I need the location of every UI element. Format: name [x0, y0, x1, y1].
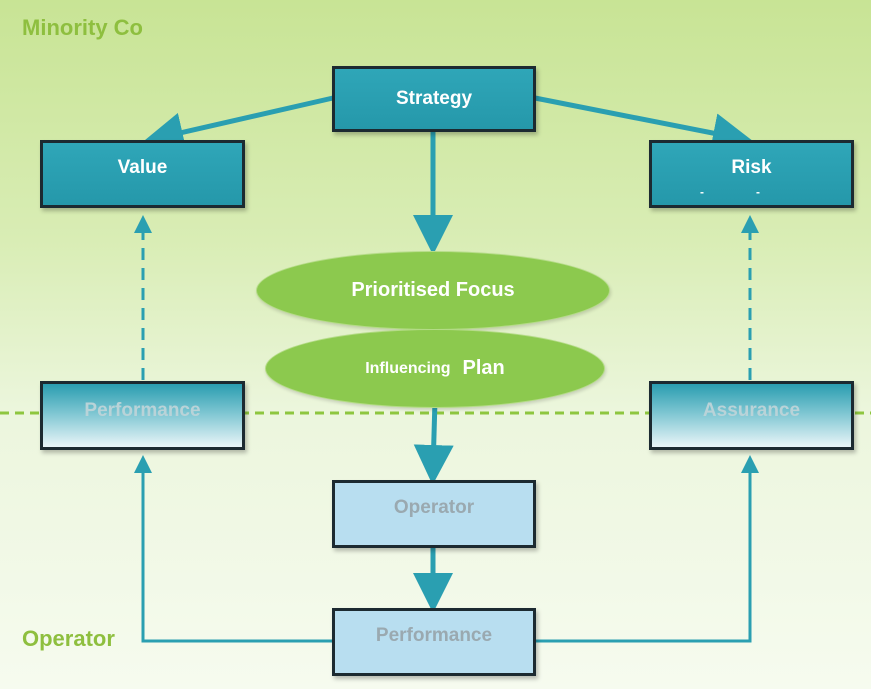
node-value-label: Value [117, 157, 168, 178]
node-operator: Operator [332, 480, 536, 548]
node-value: Value [40, 140, 245, 208]
node-strategy-label: Strategy [395, 88, 473, 109]
arrow-plan-to-operator [413, 399, 454, 485]
node-strategy: Strategy [332, 66, 536, 132]
node-prioritised-focus: Prioritised Focus [256, 251, 610, 330]
connector-performance-to-performance [134, 455, 333, 643]
node-assurance-label: Assurance [702, 399, 801, 421]
node-assurance: Assurance [649, 381, 854, 450]
node-risk-sub-right: - [756, 185, 760, 199]
node-operator-label: Operator [393, 497, 475, 518]
node-plan-label: Plan [462, 357, 505, 379]
node-risk-label: Risk [731, 157, 772, 178]
node-prioritised-focus-label: Prioritised Focus [351, 279, 515, 301]
node-risk: Risk - - [649, 140, 854, 208]
node-influencing-label: Influencing [365, 359, 451, 377]
connector-performance-to-assurance [535, 455, 759, 643]
node-performance-upper-label: Performance [84, 399, 201, 421]
node-performance-lower: Performance [332, 608, 536, 676]
arrow-strategy-to-risk [534, 95, 753, 153]
node-performance-upper: Performance [40, 381, 245, 450]
node-performance-lower-label: Performance [375, 625, 493, 646]
arrow-strategy-to-value [143, 95, 334, 152]
region-label-minority-co: Minority Co [22, 15, 143, 40]
node-risk-sub-left: - [700, 185, 704, 199]
node-influencing-plan: Influencing Plan [265, 329, 605, 408]
region-label-operator: Operator [22, 626, 115, 651]
